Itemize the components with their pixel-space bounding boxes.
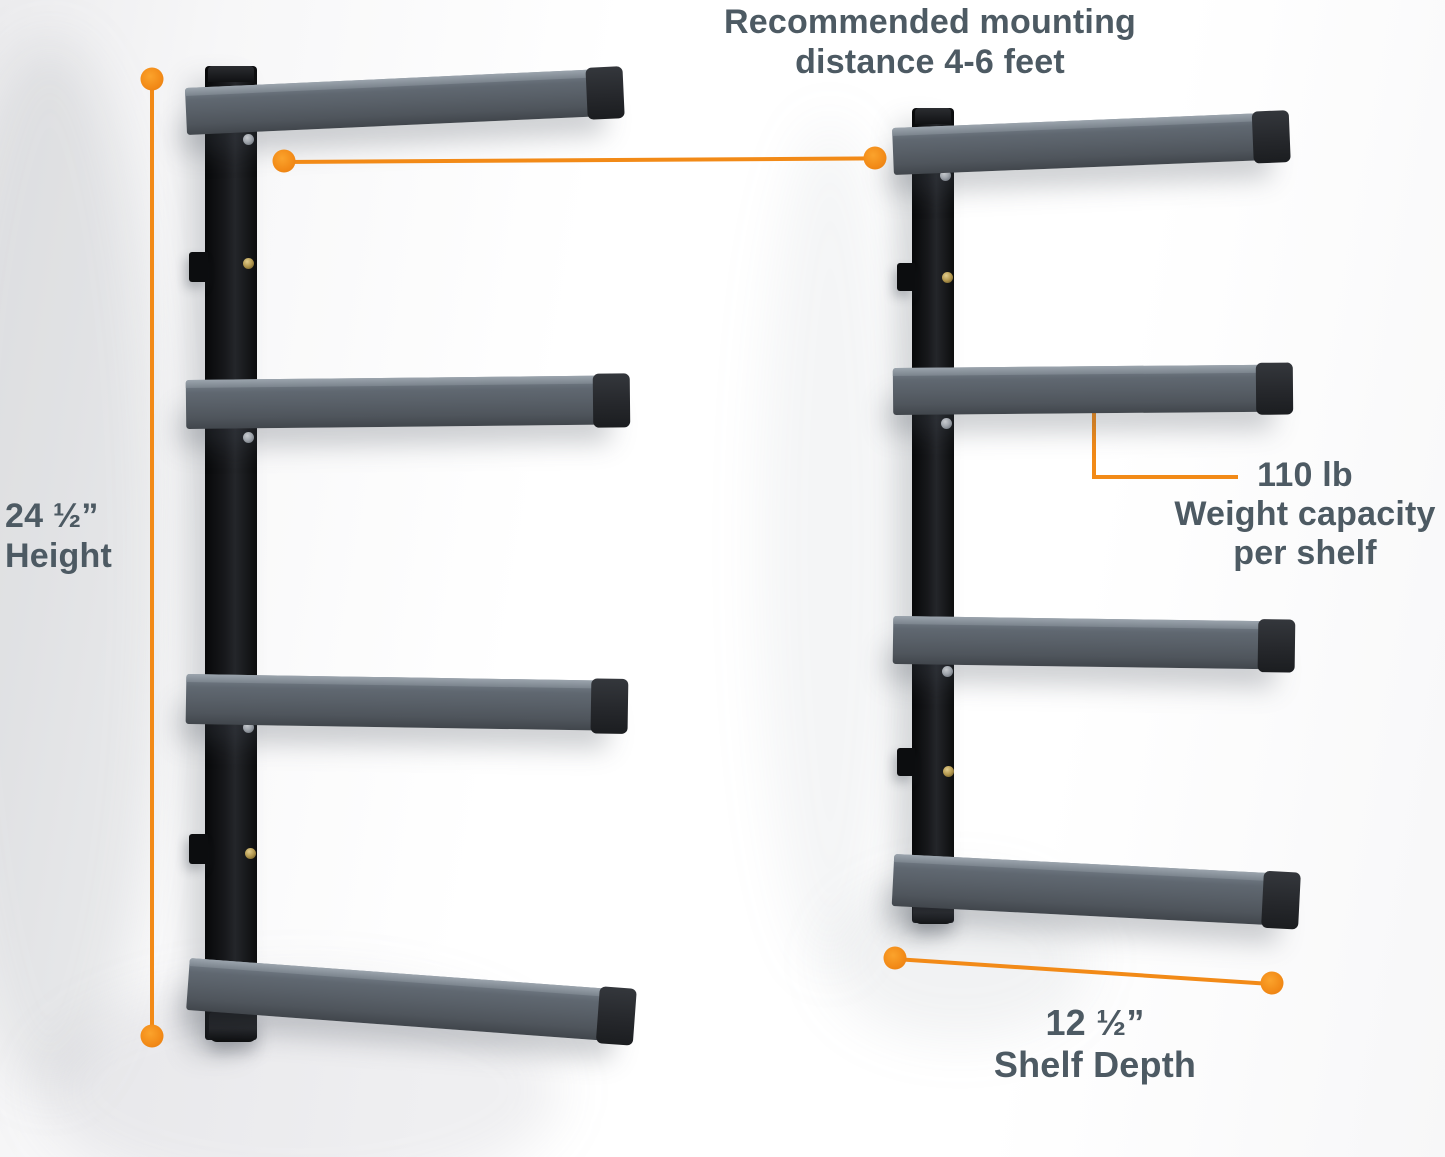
capacity-caption-line2: Weight capacity <box>1174 495 1436 533</box>
mounting-distance-line2: distance 4-6 feet <box>795 43 1065 81</box>
mounting-tab <box>189 834 208 864</box>
height-caption: Height <box>5 537 112 575</box>
post-top-cap <box>208 66 254 82</box>
screw-icon <box>941 418 952 429</box>
capacity-callout-line-horizontal <box>1092 475 1238 479</box>
screw-icon <box>943 766 954 777</box>
mounting-distance-line <box>283 156 875 164</box>
screw-icon <box>942 272 953 283</box>
screw-icon <box>940 170 951 181</box>
post-top-cap <box>915 108 951 124</box>
screw-icon <box>942 666 953 677</box>
dimension-endpoint-dot <box>863 146 887 170</box>
dimension-endpoint-dot <box>140 1024 164 1048</box>
screw-icon <box>243 134 254 145</box>
screw-icon <box>243 258 254 269</box>
mounting-tab <box>897 748 915 776</box>
screw-icon <box>245 848 256 859</box>
shelf-depth-label: 12 ½” Shelf Depth <box>945 1002 1245 1086</box>
height-label: 24 ½” Height <box>5 496 225 576</box>
screw-icon <box>243 432 254 443</box>
dimension-endpoint-dot <box>140 67 164 91</box>
post-bottom-bracket <box>209 1012 257 1042</box>
right-rack-shelf-3 <box>892 616 1294 670</box>
dimension-endpoint-dot <box>272 149 296 173</box>
left-rack-post <box>189 66 257 1042</box>
weight-capacity-label: 110 lb Weight capacity per shelf <box>1155 456 1445 573</box>
dimension-endpoint-dot <box>883 946 907 970</box>
wall-shadow-middle <box>760 120 900 970</box>
depth-value: 12 ½” <box>1045 1002 1145 1043</box>
mounting-distance-label: Recommended mounting distance 4-6 feet <box>630 2 1230 82</box>
capacity-caption-line3: per shelf <box>1233 534 1377 572</box>
mounting-tab <box>189 252 208 282</box>
mounting-distance-line1: Recommended mounting <box>723 3 1137 41</box>
height-dimension-line <box>150 79 154 1036</box>
height-value: 24 ½” <box>5 497 99 535</box>
screw-icon <box>243 722 254 733</box>
right-rack-post <box>897 108 954 924</box>
capacity-value: 110 lb <box>1257 456 1353 494</box>
left-rack-shelf-3 <box>185 674 627 731</box>
shelf-depth-line <box>894 957 1274 986</box>
depth-caption: Shelf Depth <box>993 1044 1197 1085</box>
right-rack-shelf-2 <box>892 364 1292 415</box>
dimension-endpoint-dot <box>1260 971 1284 995</box>
capacity-callout-line-vertical <box>1092 400 1096 478</box>
left-rack-shelf-2 <box>185 375 629 429</box>
mounting-tab <box>897 263 915 291</box>
